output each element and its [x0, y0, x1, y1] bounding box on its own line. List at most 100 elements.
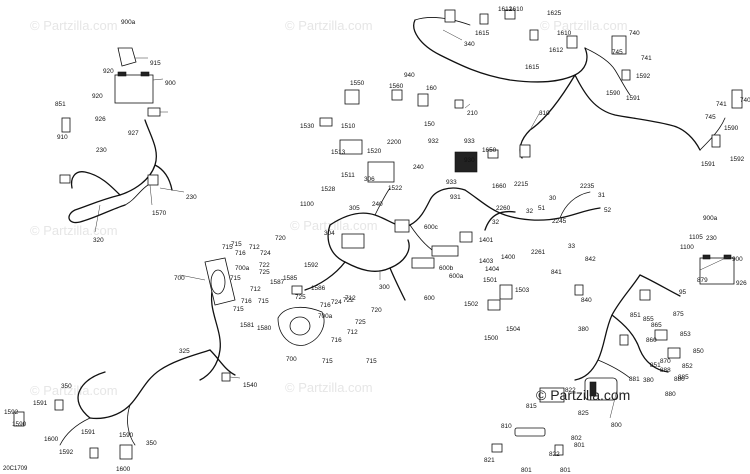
- part-number-label[interactable]: 1591: [33, 400, 48, 407]
- part-number-label[interactable]: 1600: [44, 436, 59, 443]
- part-number-label[interactable]: 745: [705, 114, 716, 121]
- part-number-label[interactable]: 900a: [121, 19, 136, 26]
- part-number-label[interactable]: 1590: [12, 421, 27, 428]
- part-number-label[interactable]: 716: [320, 302, 331, 309]
- part-number-label[interactable]: 1610: [509, 6, 524, 13]
- part-number-label[interactable]: 724: [331, 299, 342, 306]
- part-number-label[interactable]: 32: [492, 219, 500, 226]
- part-number-label[interactable]: 712: [250, 286, 261, 293]
- part-number-label[interactable]: 32: [526, 208, 534, 215]
- part-number-label[interactable]: 715: [231, 241, 242, 248]
- part-number-label[interactable]: 1590: [724, 125, 739, 132]
- part-number-label[interactable]: 875: [673, 311, 684, 318]
- part-number-label[interactable]: 880: [665, 391, 676, 398]
- part-number-label[interactable]: 825: [578, 410, 589, 417]
- part-number-label[interactable]: 1400: [501, 254, 516, 261]
- part-number-label[interactable]: 2261: [531, 249, 546, 256]
- part-number-label[interactable]: 700a: [235, 265, 250, 272]
- part-number-label[interactable]: 380: [643, 377, 654, 384]
- part-number-label[interactable]: 800: [611, 422, 622, 429]
- part-number-label[interactable]: 1105: [689, 234, 703, 241]
- part-number-label[interactable]: 841: [551, 269, 562, 276]
- part-number-label[interactable]: 915: [150, 60, 161, 67]
- part-number-label[interactable]: 1592: [4, 409, 19, 416]
- part-number-label[interactable]: 881: [629, 376, 640, 383]
- part-number-label[interactable]: 1100: [680, 244, 694, 251]
- part-number-label[interactable]: 1528: [321, 186, 336, 193]
- part-number-label[interactable]: 2245: [552, 218, 567, 225]
- part-number-label[interactable]: 927: [128, 130, 139, 137]
- part-number-label[interactable]: 1570: [152, 210, 167, 217]
- part-number-label[interactable]: 31: [598, 192, 606, 199]
- part-number-label[interactable]: 2260: [496, 205, 511, 212]
- part-number-label[interactable]: 1550: [350, 80, 365, 87]
- part-number-label[interactable]: 52: [604, 207, 612, 214]
- part-number-label[interactable]: 700: [174, 275, 185, 282]
- part-number-label[interactable]: 1404: [485, 266, 500, 273]
- part-number-label[interactable]: 600b: [439, 265, 454, 272]
- part-number-label[interactable]: 722: [343, 297, 354, 304]
- part-number-label[interactable]: 720: [371, 307, 382, 314]
- part-number-label[interactable]: 920: [103, 68, 114, 75]
- part-number-label[interactable]: 1591: [81, 429, 96, 436]
- part-number-label[interactable]: 304: [324, 230, 335, 237]
- part-number-label[interactable]: 931: [450, 194, 461, 201]
- part-number-label[interactable]: 1581: [240, 322, 255, 329]
- part-number-label[interactable]: 720: [275, 235, 286, 242]
- part-number-label[interactable]: 1513: [331, 149, 346, 156]
- part-number-label[interactable]: 1615: [475, 30, 490, 37]
- part-number-label[interactable]: 712: [347, 329, 358, 336]
- part-number-label[interactable]: 325: [179, 348, 190, 355]
- part-number-label[interactable]: 870: [660, 358, 671, 365]
- part-number-label[interactable]: 725: [295, 294, 306, 301]
- part-number-label[interactable]: 851: [55, 101, 66, 108]
- part-number-label[interactable]: 724: [260, 250, 271, 257]
- part-number-label[interactable]: 1585: [283, 275, 298, 282]
- part-number-label[interactable]: 740: [629, 30, 640, 37]
- part-number-label[interactable]: 30: [549, 195, 557, 202]
- part-number-label[interactable]: 306: [364, 176, 375, 183]
- part-number-label[interactable]: 932: [428, 138, 439, 145]
- part-number-label[interactable]: 933: [464, 138, 475, 145]
- part-number-label[interactable]: 210: [467, 110, 478, 117]
- part-number-label[interactable]: 1580: [257, 325, 272, 332]
- part-number-label[interactable]: 712: [249, 244, 260, 251]
- part-number-label[interactable]: 741: [716, 101, 727, 108]
- part-number-label[interactable]: 160: [426, 85, 437, 92]
- part-number-label[interactable]: 1510: [341, 123, 356, 130]
- part-number-label[interactable]: 900: [732, 256, 743, 263]
- part-number-label[interactable]: 840: [581, 297, 592, 304]
- part-number-label[interactable]: 1500: [484, 335, 499, 342]
- part-number-label[interactable]: 715: [322, 358, 333, 365]
- part-number-label[interactable]: 600c: [424, 224, 439, 231]
- part-number-label[interactable]: 855: [643, 316, 654, 323]
- part-number-label[interactable]: 716: [241, 298, 252, 305]
- part-number-label[interactable]: 888: [660, 367, 671, 374]
- part-number-label[interactable]: 1522: [388, 185, 403, 192]
- part-number-label[interactable]: 230: [96, 147, 107, 154]
- part-number-label[interactable]: 1612: [498, 6, 513, 13]
- part-number-label[interactable]: 926: [95, 116, 106, 123]
- part-number-label[interactable]: 1560: [389, 83, 404, 90]
- part-number-label[interactable]: 1403: [479, 258, 494, 265]
- part-number-label[interactable]: 1592: [304, 262, 319, 269]
- part-number-label[interactable]: 240: [413, 164, 424, 171]
- part-number-label[interactable]: 1401: [479, 237, 494, 244]
- part-number-label[interactable]: 1501: [483, 277, 498, 284]
- part-number-label[interactable]: 310: [539, 110, 550, 117]
- part-number-label[interactable]: 716: [235, 250, 246, 257]
- part-number-label[interactable]: 920: [92, 93, 103, 100]
- part-number-label[interactable]: 725: [355, 319, 366, 326]
- part-number-label[interactable]: 1625: [547, 10, 562, 17]
- part-number-label[interactable]: 1615: [525, 64, 540, 71]
- part-number-label[interactable]: 722: [259, 262, 270, 269]
- part-number-label[interactable]: 380: [578, 326, 589, 333]
- part-number-label[interactable]: 1587: [270, 279, 285, 286]
- part-number-label[interactable]: 1592: [636, 73, 651, 80]
- part-number-label[interactable]: 1610: [557, 30, 572, 37]
- part-number-label[interactable]: 852: [682, 363, 693, 370]
- part-number-label[interactable]: 2200: [387, 139, 402, 146]
- part-number-label[interactable]: 1530: [300, 123, 315, 130]
- part-number-label[interactable]: 1100: [300, 201, 314, 208]
- part-number-label[interactable]: 230: [706, 235, 717, 242]
